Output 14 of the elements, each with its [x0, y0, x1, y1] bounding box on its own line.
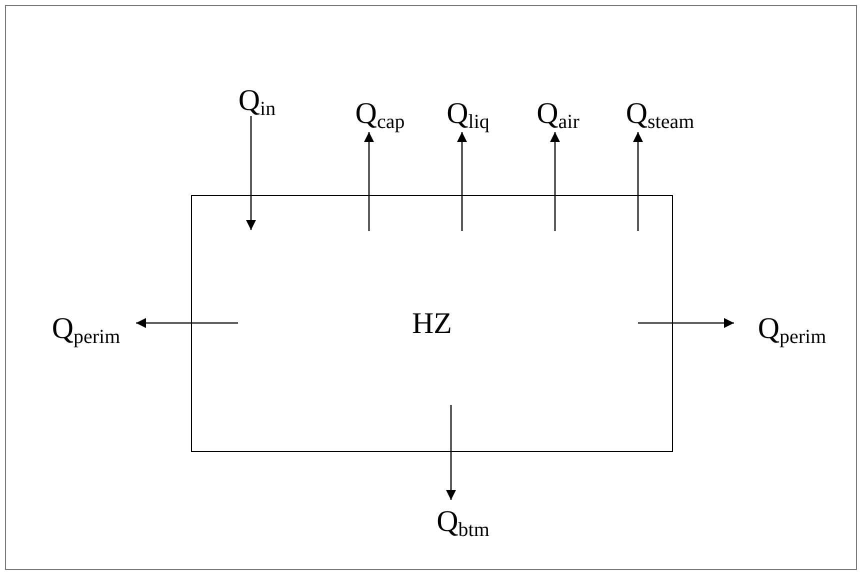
arrow	[633, 132, 643, 231]
arrow	[364, 132, 374, 231]
arrow	[136, 318, 238, 328]
arrow	[457, 132, 467, 231]
arrow	[550, 132, 560, 231]
flow-label: Q$_{in}$	[238, 86, 276, 116]
arrow	[638, 318, 734, 328]
zone-box	[191, 195, 673, 452]
zone-label: HZ	[412, 308, 452, 338]
flow-label: Q$_{btm}$	[436, 507, 490, 537]
flow-label: Q$_{steam}$	[626, 99, 694, 129]
arrow	[446, 405, 456, 500]
arrow	[246, 116, 256, 230]
flow-label: Q$_{air}$	[536, 99, 580, 129]
